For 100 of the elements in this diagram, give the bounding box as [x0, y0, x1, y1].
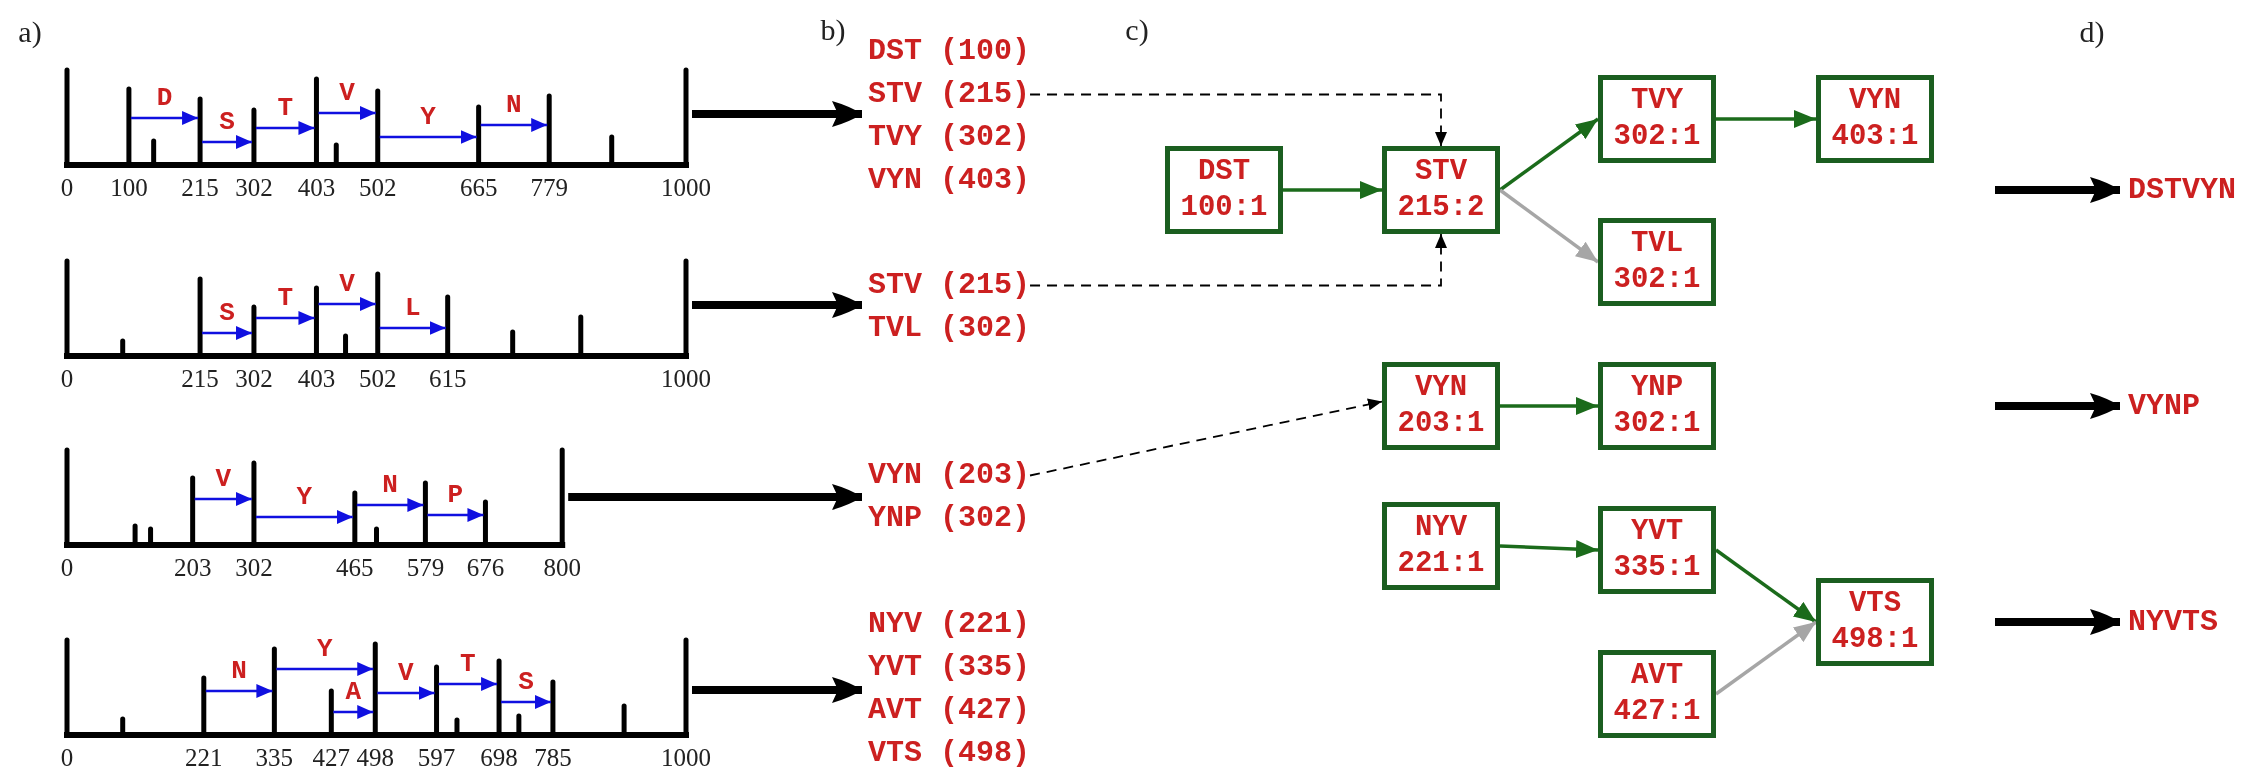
mass-tick-label: 0	[60, 554, 74, 580]
mass-tick-label: 403	[297, 365, 336, 391]
residue-letter: P	[447, 482, 464, 508]
mass-tick-label: 698	[480, 744, 518, 770]
panel-label: d)	[2079, 17, 2105, 47]
mass-tick-label: 335	[255, 744, 294, 770]
position-score: 302:1	[1613, 406, 1701, 442]
residue-letter: Y	[296, 484, 313, 510]
mass-tick-label: 800	[543, 554, 581, 580]
tag-entry: STV (215)	[868, 76, 1031, 113]
residue-letter: A	[345, 679, 362, 705]
mass-tick-label: 203	[173, 554, 212, 580]
residue-letter: Y	[317, 636, 333, 662]
mass-tick-label: 221	[185, 744, 223, 770]
tag-entry: TVL (302)	[868, 310, 1031, 347]
mass-tick-label: 498	[356, 744, 394, 770]
position-score: 427:1	[1613, 694, 1701, 730]
position-score: 403:1	[1831, 119, 1919, 155]
residue-letter: Y	[420, 104, 436, 130]
arrow	[1716, 110, 1816, 128]
mass-tick-label: 302	[235, 174, 273, 200]
tag-node-box	[1382, 362, 1500, 450]
sequence-text: NYVTS	[2120, 607, 2218, 637]
mass-tick-label: 465	[336, 554, 374, 580]
mass-tick-label: 427	[312, 744, 351, 770]
position-score: 203:1	[1397, 406, 1485, 442]
tag-text: DST	[1197, 154, 1251, 190]
mass-tick-label: 302	[235, 554, 273, 580]
tag-entry: VYN (403)	[868, 162, 1031, 199]
tag-entry: VTS (498)	[868, 735, 1031, 772]
mass-tick-label: 1000	[661, 744, 711, 770]
mass-tick-label: 100	[110, 174, 148, 200]
mass-tick-label: 579	[406, 554, 445, 580]
residue-letter: V	[215, 466, 232, 492]
residue-letter: S	[518, 669, 534, 695]
arrow	[1714, 548, 1818, 624]
mass-tick-label: 665	[459, 174, 498, 200]
residue-letter: D	[156, 85, 173, 111]
sequence-text: VYNP	[2120, 391, 2200, 421]
tag-node-box	[1598, 506, 1716, 594]
arrow	[1714, 620, 1818, 696]
mass-tick-label: 676	[466, 554, 505, 580]
mass-tick-label: 0	[60, 744, 74, 770]
tag-entry: YVT (335)	[868, 649, 1031, 686]
residue-letter: V	[339, 80, 355, 106]
tag-node-box	[1382, 146, 1500, 234]
tag-text: YNP	[1630, 370, 1684, 406]
position-score: 215:2	[1397, 190, 1485, 226]
position-score: 100:1	[1180, 190, 1268, 226]
residue-letter: S	[219, 300, 235, 326]
tag-text: YVT	[1630, 514, 1684, 550]
residue-letter: L	[404, 295, 421, 321]
mass-tick-label: 0	[60, 174, 74, 200]
dashed-arrow	[1029, 93, 1447, 147]
position-score: 302:1	[1613, 119, 1701, 155]
mass-tick-label: 0	[60, 365, 74, 391]
panel-label: a)	[18, 17, 42, 47]
mass-tick-label: 1000	[661, 174, 711, 200]
mass-tick-label: 785	[534, 744, 572, 770]
residue-letter: T	[277, 285, 293, 311]
tag-node-box	[1816, 75, 1934, 163]
residue-letter: T	[277, 95, 293, 121]
mass-tick-label: 302	[235, 365, 273, 391]
tag-text: STV	[1414, 154, 1468, 190]
tag-text: TVL	[1630, 226, 1684, 262]
tag-text: VTS	[1848, 586, 1902, 622]
residue-letter: N	[382, 472, 398, 498]
residue-letter: T	[460, 651, 476, 677]
tag-entry: TVY (302)	[868, 119, 1031, 156]
sequence-text: DSTVYN	[2120, 175, 2237, 205]
tag-node-box	[1598, 362, 1716, 450]
tag-entry: DST (100)	[868, 33, 1031, 70]
tag-entry: YNP (302)	[868, 500, 1031, 537]
residue-letter: V	[339, 271, 355, 297]
arrow	[1283, 181, 1382, 199]
tag-node-box	[1816, 578, 1934, 666]
position-score: 221:1	[1397, 546, 1485, 582]
tag-text: NYV	[1414, 510, 1468, 546]
mass-tick-label: 403	[297, 174, 336, 200]
residue-letter: N	[506, 92, 522, 118]
residue-letter: V	[398, 660, 414, 686]
mass-tick-label: 597	[417, 744, 456, 770]
position-score: 498:1	[1831, 622, 1919, 658]
position-score: 335:1	[1613, 550, 1701, 586]
mass-tick-label: 215	[181, 365, 219, 391]
tag-node-box	[1598, 650, 1716, 738]
tag-entry: STV (215)	[868, 267, 1031, 304]
residue-letter: S	[219, 109, 235, 135]
panel-label: b)	[820, 15, 846, 45]
tag-text: VYN	[1848, 83, 1902, 119]
mass-tick-label: 502	[359, 365, 397, 391]
dashed-arrow	[1029, 233, 1447, 287]
residue-letter: N	[231, 658, 247, 684]
mass-tick-label: 615	[428, 365, 467, 391]
tag-node-box	[1598, 218, 1716, 306]
mass-tick-label: 215	[181, 174, 219, 200]
tag-text: AVT	[1630, 658, 1684, 694]
mass-tick-label: 779	[530, 174, 568, 200]
arrow	[1498, 117, 1600, 192]
panel-label: c)	[1125, 15, 1149, 45]
